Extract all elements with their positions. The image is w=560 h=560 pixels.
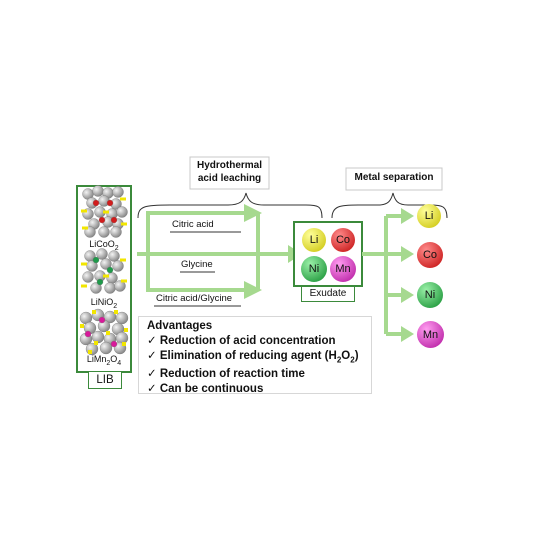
advantage-item-1: Reduction of acid concentration <box>147 334 371 349</box>
crystal-atom-li <box>121 222 127 226</box>
crystal-atom-li <box>81 209 87 213</box>
crystal-label-limn2o4: LiMn2O4 <box>78 354 130 367</box>
crystal-sub-limn2o4-b: 4 <box>117 359 122 367</box>
crystal-atom-li <box>103 274 109 278</box>
advantage-text-1: Reduction of acid concentration <box>159 335 336 347</box>
separation-header-box <box>345 167 443 191</box>
crystal-atom-o <box>110 226 122 238</box>
exudate-ion-li: Li <box>302 228 326 252</box>
advantage-item-4: Can be continuous <box>147 382 371 397</box>
h2o2-close: ) <box>354 350 359 362</box>
crystal-atom-mn <box>98 316 106 324</box>
crystal-atom-co <box>92 199 100 207</box>
crystal-sub-licoo2: 2 <box>114 244 119 252</box>
separated-ion-li: Li <box>417 204 441 228</box>
leaching-header-line1: Hydrothermal <box>196 160 262 171</box>
crystal-atom-li <box>92 310 96 314</box>
crystal-formula-limn2o4-b: O <box>110 354 118 364</box>
exudate-ion-co: Co <box>331 228 355 252</box>
crystal-atom-o <box>90 282 102 294</box>
separated-ion-ni: Ni <box>417 282 443 308</box>
leaching-brace <box>137 192 323 219</box>
crystal-atom-o <box>99 341 113 355</box>
crystal-label-linio2: LiNiO2 <box>80 297 128 310</box>
advantage-text-2: Elimination of reducing agent (H <box>159 350 337 362</box>
crystal-atom-co <box>106 199 114 207</box>
crystal-atom-o <box>104 282 116 294</box>
leaching-header: Hydrothermal acid leaching <box>190 159 269 185</box>
crystal-atom-o <box>100 258 112 270</box>
crystal-atom-o <box>98 226 110 238</box>
crystal-atom-ni <box>92 256 100 264</box>
crystal-sub-limn2o4-a: 2 <box>106 359 111 367</box>
advantage-item-3: Reduction of reaction time <box>147 367 371 382</box>
exudate-label: Exudate <box>301 286 355 302</box>
crystal-atom-li <box>120 197 126 201</box>
crystal-sub-linio2: 2 <box>113 302 118 310</box>
crystal-atom-li <box>80 324 84 328</box>
crystal-atom-o <box>108 250 120 262</box>
crystal-atom-co <box>110 216 118 224</box>
h2o2-sub-2: 2 <box>350 355 355 365</box>
crystal-atom-o <box>96 248 108 260</box>
crystal-atom-li <box>103 210 109 214</box>
crystal-atom-o <box>92 185 104 197</box>
leaching-header-box <box>189 156 270 190</box>
crystal-atom-o <box>112 186 124 198</box>
h2o2-sub-1: 2 <box>336 355 342 365</box>
exudate-ion-mn: Mn <box>330 256 356 282</box>
advantage-text-3: Reduction of reaction time <box>159 368 305 381</box>
h2o2-mid: O <box>341 350 351 362</box>
crystal-atom-li <box>94 341 98 345</box>
crystal-atom-o <box>112 260 124 272</box>
leaching-arrows <box>137 211 290 292</box>
crystal-atom-ni <box>96 278 104 286</box>
crystal-atom-co <box>98 216 106 224</box>
separation-arrows <box>362 214 402 336</box>
crystal-formula-limn2o4: LiMn <box>86 354 107 364</box>
crystal-atom-li <box>106 331 110 335</box>
route-citric-acid: Citric acid <box>172 219 214 230</box>
route-glycine: Glycine <box>181 259 213 270</box>
separated-ion-co: Co <box>417 242 443 268</box>
crystal-label-licoo2: LiCoO2 <box>80 239 128 252</box>
crystal-atom-ni <box>106 266 114 274</box>
lib-label: LIB <box>88 371 122 389</box>
crystal-atom-li <box>81 262 87 266</box>
crystal-atom-li <box>121 279 127 283</box>
advantage-item-2: Elimination of reducing agent (H2O2) <box>147 349 371 367</box>
separation-header: Metal separation <box>354 172 434 183</box>
advantages-panel: Advantages Reduction of acid concentrati… <box>138 316 372 397</box>
crystal-atom-li <box>114 310 118 314</box>
crystal-atom-li <box>88 350 92 354</box>
crystal-formula-licoo2: LiCoO <box>89 239 115 249</box>
separation-arrowheads <box>401 208 414 342</box>
crystal-atom-o <box>106 272 118 284</box>
advantage-text-4: Can be continuous <box>159 383 264 396</box>
crystal-atom-li <box>82 226 88 230</box>
crystal-atom-o <box>115 311 129 325</box>
separated-ion-mn: Mn <box>417 321 444 348</box>
crystal-atom-o <box>116 206 128 218</box>
crystal-atom-li <box>120 258 126 262</box>
crystal-formula-linio2: LiNiO <box>90 297 114 307</box>
route-citric-glycine: Citric acid/Glycine <box>156 293 233 304</box>
crystal-atom-o <box>86 260 98 272</box>
leaching-header-line2: acid leaching <box>197 173 262 184</box>
crystal-atom-mn <box>84 330 92 338</box>
crystal-atom-li <box>124 328 128 332</box>
crystal-atom-o <box>82 271 94 283</box>
crystal-atom-li <box>81 284 87 288</box>
crystal-atom-o <box>114 280 126 292</box>
advantages-title: Advantages <box>147 320 213 332</box>
exudate-ion-ni: Ni <box>301 256 327 282</box>
separation-brace <box>331 192 448 219</box>
crystal-atom-li <box>122 342 126 346</box>
crystal-structures <box>79 185 129 356</box>
crystal-atom-mn <box>110 340 118 348</box>
